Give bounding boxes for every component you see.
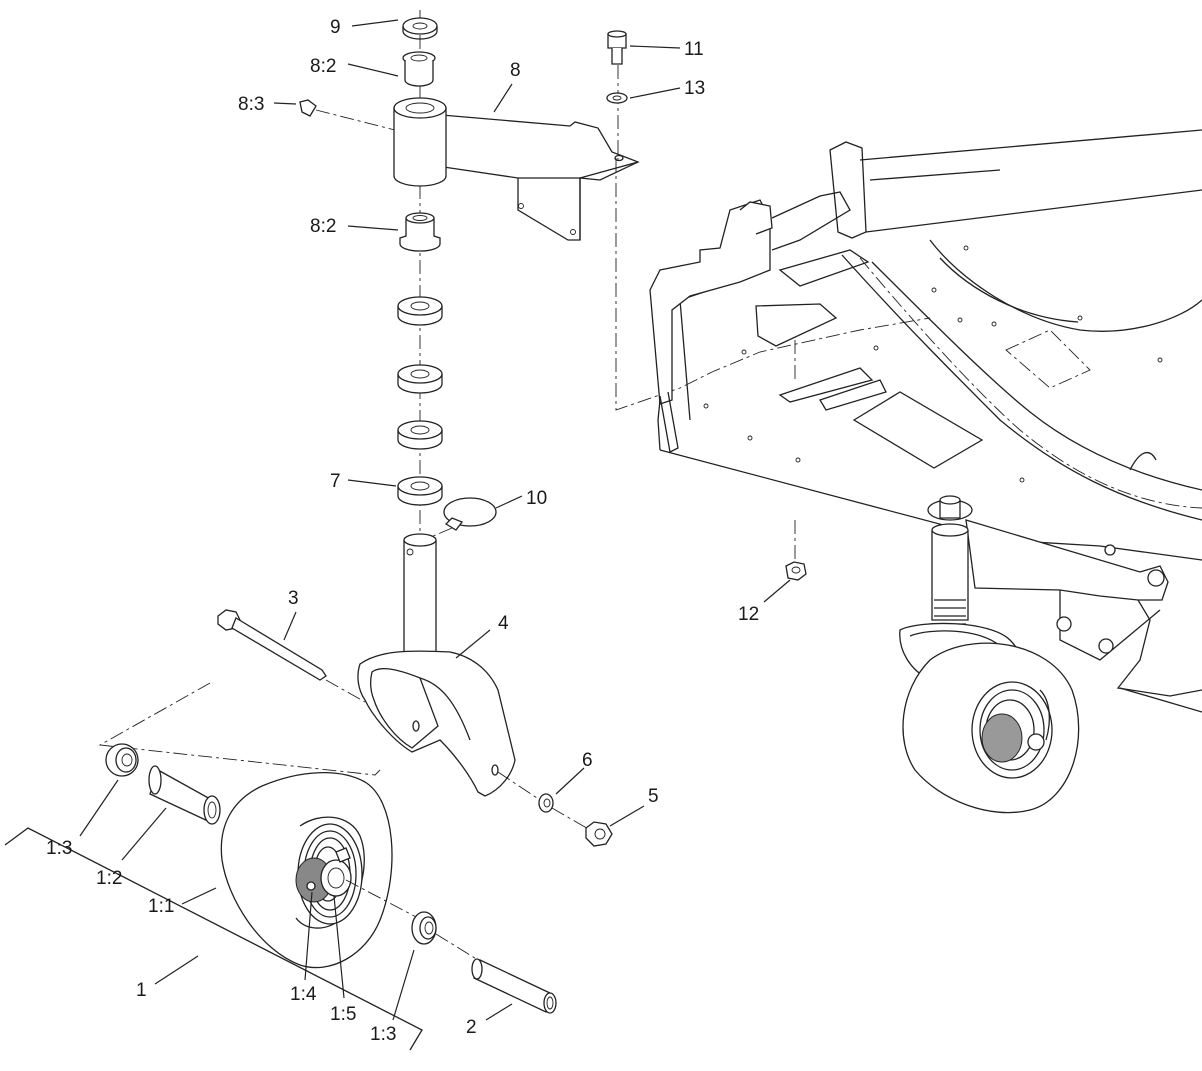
part-1-2-spacer-tube xyxy=(148,765,221,825)
callout-4: 4 xyxy=(498,613,509,634)
part-4-caster-fork xyxy=(357,533,516,797)
part-2-axle-sleeve xyxy=(471,958,557,1014)
callout-11: 11 xyxy=(684,39,704,60)
callout-13: 13 xyxy=(684,78,705,99)
callout-8-2-upper: 8:2 xyxy=(310,56,336,77)
callout-12: 12 xyxy=(738,604,759,625)
part-5-locknut xyxy=(585,821,613,847)
callout-9: 9 xyxy=(330,17,341,38)
callout-10: 10 xyxy=(526,488,547,509)
part-6-washer xyxy=(497,771,591,831)
callout-8-3: 8:3 xyxy=(238,94,264,115)
part-9-washer xyxy=(402,17,438,40)
callout-6: 6 xyxy=(582,750,593,771)
callout-1-4: 1:4 xyxy=(290,984,317,1005)
part-10-lynch-pin xyxy=(423,497,497,541)
part-7-spacer-stack xyxy=(397,296,443,506)
wheel-axle-centerline xyxy=(345,879,419,919)
part-3-axle-bolt xyxy=(217,609,366,703)
installed-caster-assembly xyxy=(899,495,1202,814)
part-1-3-left-flange-bushing xyxy=(105,743,139,777)
part-8-2-upper-bushing xyxy=(402,51,436,87)
part-11-bolt xyxy=(607,30,627,65)
callout-1-2: 1:2 xyxy=(96,868,122,889)
part-8-2-lower-bushing xyxy=(399,212,441,252)
part-8-3-grease-fitting xyxy=(299,99,396,131)
callout-7: 7 xyxy=(330,471,341,492)
wheel-assembly-boundary xyxy=(98,682,381,776)
callout-1-5: 1:5 xyxy=(330,1004,356,1025)
assembly-1-group-bracket xyxy=(4,827,423,1051)
part-1-1-tire xyxy=(220,771,393,969)
callout-8-2-lower: 8:2 xyxy=(310,216,336,237)
callout-1-3-left: 1:3 xyxy=(46,838,72,859)
callout-2: 2 xyxy=(466,1017,477,1038)
part-1-3-right-flange-bushing xyxy=(411,911,479,961)
callout-leaders xyxy=(79,19,791,1021)
part-13-washer xyxy=(606,92,628,104)
callout-1-3-right: 1:3 xyxy=(370,1024,396,1045)
callout-1-1: 1:1 xyxy=(148,896,174,917)
part-8-caster-arm xyxy=(393,97,640,241)
mower-deck-frame xyxy=(615,40,1202,561)
part-12-nut xyxy=(785,520,807,581)
callout-1: 1 xyxy=(136,980,147,1001)
callout-5: 5 xyxy=(648,786,659,807)
callout-8: 8 xyxy=(510,60,521,81)
callout-3: 3 xyxy=(288,588,299,609)
